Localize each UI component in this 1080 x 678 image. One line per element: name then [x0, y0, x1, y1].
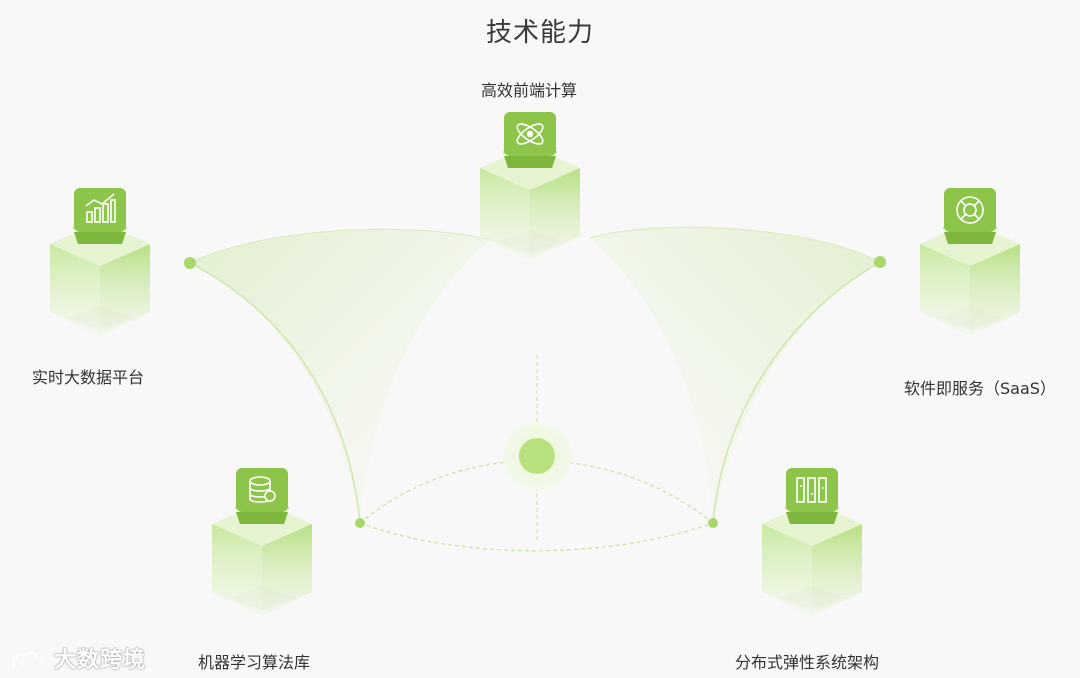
node-label-distributed: 分布式弹性系统架构	[735, 649, 879, 673]
cube-distributed	[762, 468, 862, 616]
cube-frontend	[480, 112, 580, 260]
node-label-bigdata: 实时大数据平台	[32, 364, 144, 388]
node-label-frontend: 高效前端计算	[481, 77, 577, 101]
cube-saas	[920, 188, 1020, 336]
watermark-text: 大数跨境	[54, 648, 146, 673]
fan-left	[190, 229, 490, 523]
center-hub	[519, 438, 555, 474]
watermark-logo-icon	[10, 648, 50, 674]
cube-ml	[212, 468, 312, 616]
node-label-ml: 机器学习算法库	[198, 649, 310, 673]
watermark: 大数跨境	[10, 642, 146, 674]
node-label-saas: 软件即服务（SaaS）	[904, 375, 1056, 399]
cube-bigdata	[50, 188, 150, 336]
